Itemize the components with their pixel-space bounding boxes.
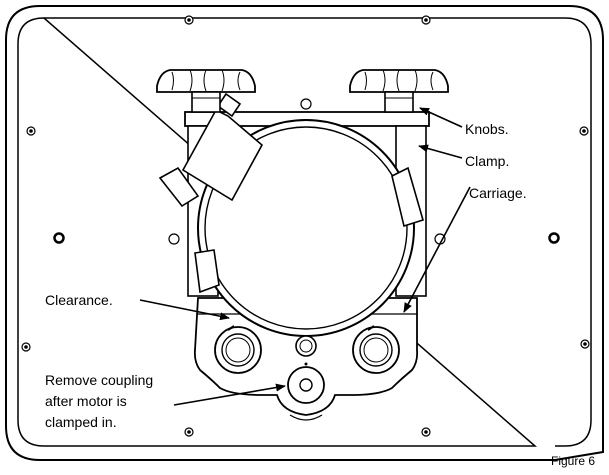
clamp-arrow [418, 144, 463, 159]
knobs-arrow [419, 107, 463, 128]
screw-hole [421, 15, 431, 25]
right-knob [349, 69, 449, 113]
knobs-label: Knobs. [465, 121, 509, 137]
clearance-arrow [139, 299, 230, 321]
screw-hole [579, 126, 589, 136]
carriage-right-thumbscrew [352, 325, 400, 374]
screw-hole [26, 126, 36, 136]
carriage-label: Carriage. [469, 185, 527, 201]
coupling [287, 362, 325, 404]
clamp-label: Clamp. [465, 153, 509, 169]
center-small-hole [295, 335, 317, 357]
coupling-arrow [173, 383, 286, 406]
screw-hole [184, 427, 194, 437]
remove-coupling-line-1: Remove coupling [45, 372, 153, 388]
screw-hole [580, 339, 590, 349]
remove-coupling-line-2: after motor is [45, 393, 127, 409]
carriage-left-thumbscrew [214, 325, 262, 374]
left-knob [156, 69, 256, 113]
side-holes [53, 98, 560, 245]
callout-arrows [139, 107, 471, 406]
clearance-label: Clearance. [45, 292, 113, 308]
screw-hole [21, 342, 31, 352]
screw-holes [21, 15, 590, 437]
figure-caption: Figure 6 [551, 454, 595, 468]
remove-coupling-line-3: clamped in. [45, 414, 117, 430]
screw-hole [421, 427, 431, 437]
carriage-arrow [403, 186, 471, 313]
screw-hole [184, 15, 194, 25]
motor-tabs [158, 92, 424, 294]
